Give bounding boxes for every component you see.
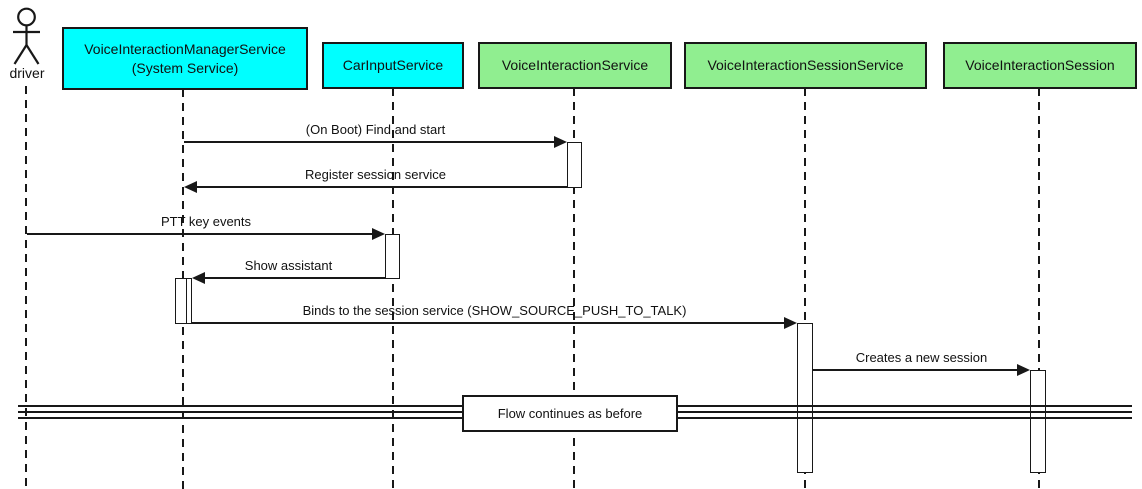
participant-sublabel: (System Service) — [131, 59, 239, 76]
message-line — [205, 277, 385, 279]
message-line — [27, 233, 373, 235]
participant-label: VoiceInteractionManagerService — [84, 41, 286, 58]
participant-car-input-service: CarInputService — [322, 42, 464, 89]
activation-voice-interaction-session-service — [797, 323, 813, 473]
lifeline-voice-interaction-session-service — [804, 88, 806, 489]
arrowhead-left-icon — [192, 272, 205, 284]
arrowhead-right-icon — [784, 317, 797, 329]
arrowhead-right-icon — [372, 228, 385, 240]
activation-voice-interaction-service — [567, 142, 582, 188]
message-line — [197, 186, 567, 188]
arrowhead-right-icon — [1017, 364, 1030, 376]
message-line — [184, 141, 555, 143]
participant-voice-interaction-service: VoiceInteractionService — [478, 42, 672, 89]
activation-voice-interaction-session — [1030, 370, 1046, 473]
actor-figure-icon — [12, 7, 41, 67]
activation-car-input-service — [385, 234, 400, 279]
divider-label: Flow continues as before — [497, 406, 643, 421]
divider-box: Flow continues as before — [462, 395, 678, 432]
message-label: Creates a new session — [855, 350, 988, 365]
actor-label: driver — [9, 65, 45, 81]
lifeline-voice-interaction-session — [1038, 88, 1040, 489]
lifeline-driver — [25, 86, 27, 489]
message-label: PTT key events — [160, 214, 252, 229]
message-line — [192, 322, 785, 324]
arrowhead-left-icon — [184, 181, 197, 193]
participant-label: VoiceInteractionSessionService — [707, 57, 904, 74]
activation-vims — [175, 278, 187, 324]
participant-label: VoiceInteractionSession — [965, 57, 1115, 74]
lifeline-voice-interaction-service — [573, 88, 575, 489]
participant-voice-interaction-manager-service: VoiceInteractionManagerService (System S… — [62, 27, 308, 90]
message-label: Show assistant — [244, 258, 333, 273]
message-line — [813, 369, 1018, 371]
lifeline-car-input-service — [392, 88, 394, 489]
participant-label: CarInputService — [342, 57, 444, 74]
participant-label: VoiceInteractionService — [501, 57, 649, 74]
message-label: Register session service — [305, 167, 446, 182]
message-label: Binds to the session service (SHOW_SOURC… — [302, 303, 687, 318]
participant-voice-interaction-session: VoiceInteractionSession — [943, 42, 1137, 89]
message-label: (On Boot) Find and start — [305, 122, 446, 137]
arrowhead-right-icon — [554, 136, 567, 148]
participant-voice-interaction-session-service: VoiceInteractionSessionService — [684, 42, 927, 89]
